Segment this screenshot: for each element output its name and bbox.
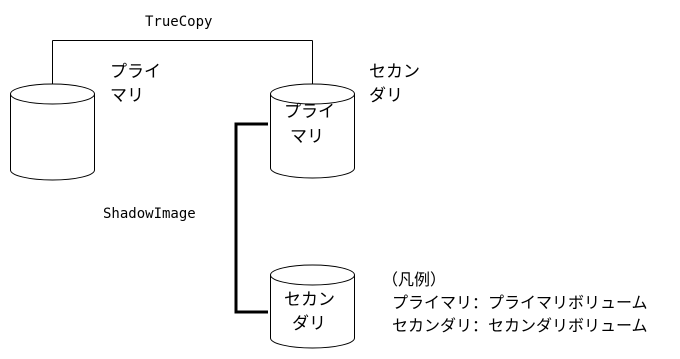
truecopy-connector [52,40,313,85]
truecopy-label: TrueCopy [145,14,213,30]
bottom-secondary-inner-label-line2: ダリ [292,314,326,334]
bottom-secondary-inner-label-line1: セカン [284,290,335,310]
legend-title: （凡例） [382,270,447,289]
center-secondary-label-line1: セカン [369,62,420,82]
left-primary-label-line2: マリ [110,86,144,106]
legend: （凡例） プライマリ：プライマリボリューム セカンダリ：セカンダリボリューム [382,268,648,337]
left-primary-volume-icon [10,83,95,181]
center-primary-volume-icon [270,83,355,179]
legend-secondary-entry: セカンダリ：セカンダリボリューム [392,316,648,335]
bottom-secondary-volume-icon [270,264,355,349]
center-secondary-label-line2: ダリ [369,86,403,106]
left-primary-label-line1: プライ [110,62,161,82]
shadowimage-label: ShadowImage [103,206,196,222]
legend-primary-entry: プライマリ：プライマリボリューム [392,293,648,312]
shadowimage-connector [234,122,268,314]
center-primary-inner-label-line2: マリ [290,127,324,147]
center-primary-inner-label-line1: プライ [284,102,335,122]
